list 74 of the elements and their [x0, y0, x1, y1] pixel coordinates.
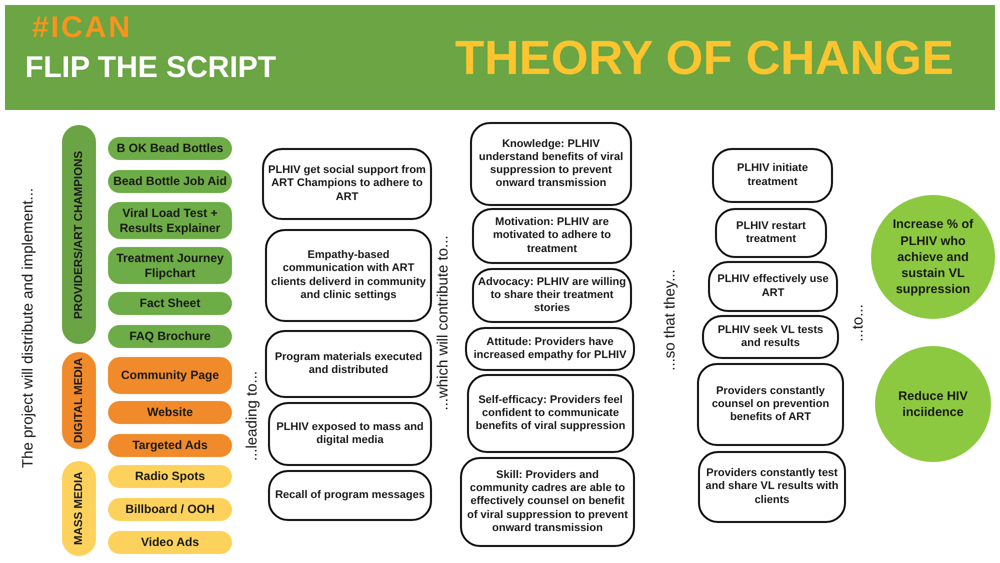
goal-text: Increase % of PLHIV who achieve and sustain VL suppression: [892, 216, 974, 298]
pill-label: Fact Sheet: [140, 296, 200, 311]
material-pill: [108, 401, 232, 424]
material-pill: [108, 498, 232, 521]
box-text: Recall of program messages: [275, 488, 425, 502]
box-text: PLHIV effectively use ART: [716, 273, 830, 300]
material-pill: [108, 137, 232, 160]
material-pill: [108, 434, 232, 457]
material-pill: [108, 465, 232, 488]
box-text: Skill: Providers and community cadres are able to effectively counsel on benefit of viral suppression to prevent onward transmission: [466, 469, 629, 535]
box-text: Knowledge: PLHIV understand benefits of viral suppression to prevent onward transmission: [478, 138, 624, 190]
hashtag-text: #ICAN: [32, 13, 132, 43]
box-text: Motivation: PLHIV are motivated to adhere to treatment: [492, 216, 612, 256]
category-label: MASS MEDIA: [73, 472, 85, 546]
material-pill: [108, 202, 232, 239]
pill-label: B OK Bead Bottles: [116, 141, 224, 156]
outcome-box: [712, 148, 833, 203]
box-text: Attitude: Providers have increased empathy for PLHIV: [472, 336, 628, 362]
outcome-box: [467, 374, 634, 453]
outcome-box: [472, 268, 632, 323]
material-pill: [108, 531, 232, 554]
box-text: Self-efficacy: Providers feel confident to communicate benefits of viral suppression: [474, 394, 626, 434]
outcome-box: [265, 229, 432, 322]
outcome-box: [470, 122, 632, 206]
box-text: Empathy-based communication with ART clients deliverd in community and clinic settings: [271, 249, 426, 302]
outcome-box: [262, 148, 432, 220]
pill-label: FAQ Brochure: [129, 329, 211, 344]
material-pill: [108, 170, 232, 193]
connector-text: ...leading to...: [244, 370, 260, 462]
title: THEORY OF CHANGE: [455, 35, 954, 83]
connector-text: ...to...: [850, 304, 866, 342]
subtitle: FLIP THE SCRIPT: [25, 53, 276, 83]
category-pill: [62, 125, 96, 344]
outcome-box: [268, 470, 432, 521]
pill-label: Bead Bottle Job Aid: [113, 174, 227, 189]
pill-label: Treatment Journey Flipchart: [115, 251, 225, 280]
material-pill: [108, 357, 232, 394]
connector-text: ...so that they...: [662, 269, 678, 371]
pill-label: Viral Load Test + Results Explainer: [118, 206, 222, 235]
box-text: PLHIV exposed to mass and digital media: [275, 420, 425, 448]
outcome-box: [460, 457, 635, 547]
box-text: PLHIV restart treatment: [735, 220, 807, 246]
box-text: Advocacy: PLHIV are willing to share their treatment stories: [478, 276, 626, 316]
category-label: PROVIDERS/ART CHAMPIONS: [73, 150, 85, 319]
box-text: Program materials executed and distributed: [274, 350, 424, 378]
outcome-box: [465, 327, 635, 371]
outcome-box: [265, 330, 432, 398]
box-text: Providers constantly counsel on prevention benefits of ART: [710, 384, 830, 424]
connector-text: ...which will contribute to...: [436, 235, 450, 411]
pill-label: Video Ads: [140, 535, 199, 550]
outcome-box: [697, 363, 844, 446]
outcome-box: [702, 315, 839, 359]
material-pill: [108, 292, 232, 315]
material-pill: [108, 325, 232, 348]
box-text: PLHIV get social support from ART Champions to adhere to ART: [268, 164, 426, 204]
outcome-box: [698, 451, 846, 523]
outcome-box: [268, 402, 432, 466]
category-pill: [62, 461, 96, 556]
pill-label: Targeted Ads: [132, 438, 208, 453]
goal-text: Reduce HIV inciidence: [897, 388, 969, 420]
pill-label: Community Page: [120, 368, 219, 383]
outcome-box: [472, 208, 632, 264]
category-label: DIGITAL MEDIA: [73, 358, 85, 444]
intro-text: The project will distribute and implement...: [20, 188, 36, 468]
material-pill: [108, 247, 232, 284]
box-text: PLHIV initiate treatment: [736, 162, 809, 189]
outcome-box: [708, 261, 838, 312]
category-pill: [62, 352, 96, 449]
pill-label: Billboard / OOH: [125, 502, 215, 517]
pill-label: Radio Spots: [134, 469, 205, 484]
box-text: PLHIV seek VL tests and results: [716, 324, 824, 350]
box-text: Providers constantly test and share VL results with clients: [704, 467, 840, 507]
outcome-box: [715, 208, 827, 258]
pill-label: Website: [147, 405, 193, 420]
